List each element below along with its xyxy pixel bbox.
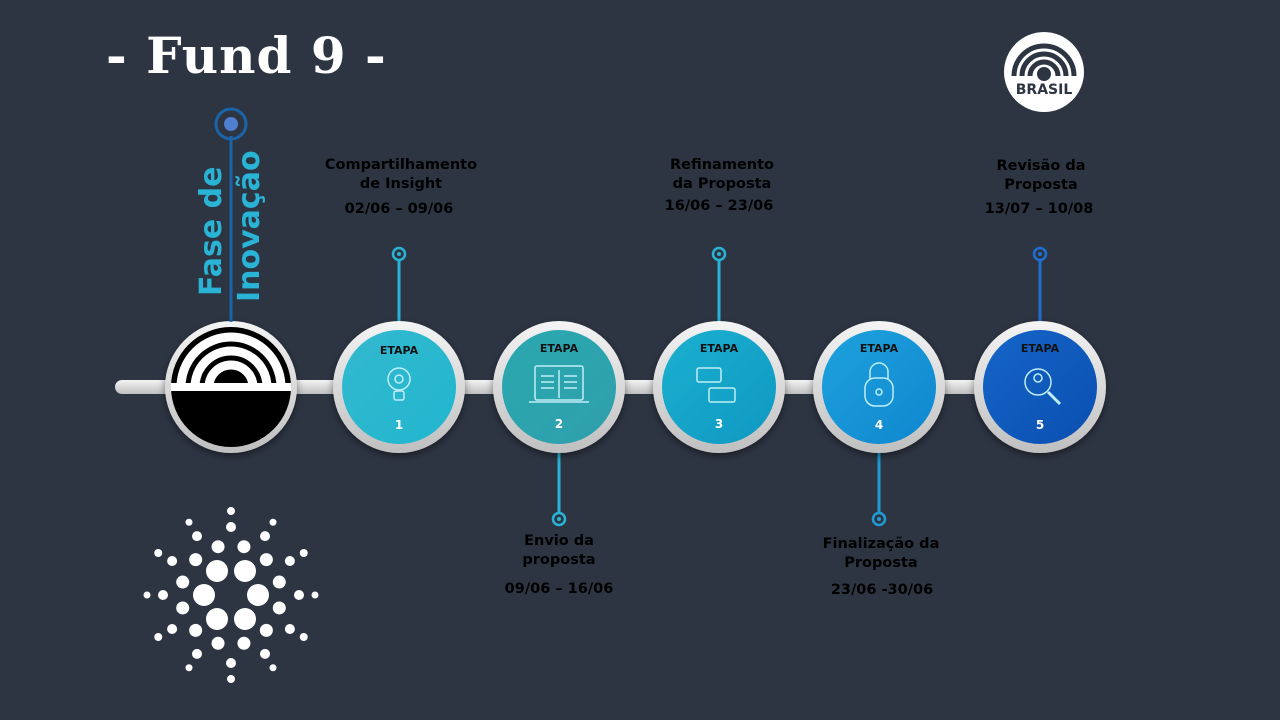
stage-4-etapa-label: ETAPA (859, 342, 899, 355)
cardano-dot (206, 608, 228, 630)
cardano-dot (185, 664, 193, 672)
stage-4-disc (822, 330, 936, 444)
stage-3-etapa-label: ETAPA (699, 342, 739, 355)
cardano-logo (143, 507, 319, 683)
stage-3-number: 3 (714, 417, 724, 431)
phase-label-line1: Fase de (194, 166, 229, 296)
cardano-dot (176, 575, 190, 589)
cardano-dot (237, 636, 251, 650)
stage-5-etapa-label: ETAPA (1020, 342, 1060, 355)
stage-2-number: 2 (554, 417, 564, 431)
cardano-dot (167, 556, 178, 566)
stage-4-dates: 23/06 -30/06 (830, 582, 934, 598)
cardano-dot (272, 601, 286, 615)
stage-5-title-line1: Revisão da (996, 158, 1086, 174)
stage-5-pin-dot (1038, 252, 1042, 256)
stage-3-dates: 16/06 – 23/06 (664, 198, 774, 214)
school-logo-brasil-text: BRASIL (1015, 82, 1073, 98)
cardano-dot (272, 575, 286, 589)
cardano-dot (193, 584, 215, 606)
book-laptop-icon (529, 365, 589, 403)
cardano-dot (234, 608, 256, 630)
stage-1-title-line2: de Insight (359, 176, 443, 192)
cardano-dot (192, 648, 202, 659)
cardano-dot (192, 531, 202, 542)
cardano-dot (269, 518, 277, 526)
cardano-dot (260, 648, 270, 659)
stage-2-dates: 09/06 – 16/06 (504, 581, 614, 597)
cardano-dot (284, 624, 295, 634)
cardano-dot (260, 531, 270, 542)
start-node-logo (165, 107, 297, 453)
stage-1-number: 1 (394, 418, 404, 432)
cardano-dot (211, 540, 225, 554)
cardano-dot (176, 601, 190, 615)
cardano-dot (189, 553, 203, 567)
cardano-dot (185, 518, 193, 526)
catalyst-school-brasil-logo (1004, 32, 1084, 112)
stage-2-pin-dot (557, 517, 561, 521)
cardano-dot (211, 636, 225, 650)
start-node-arcs (176, 332, 286, 388)
stage-2-etapa-label: ETAPA (539, 342, 579, 355)
cardano-dot (259, 553, 273, 567)
chat-bubbles-icon (696, 367, 736, 403)
cardano-dot (227, 675, 235, 683)
stage-1-dates: 02/06 – 09/06 (344, 201, 454, 217)
cardano-dot (189, 623, 203, 637)
cardano-dot (154, 549, 163, 557)
stage-1-etapa-label: ETAPA (379, 344, 419, 357)
cardano-dot (227, 507, 235, 515)
cardano-dot (259, 623, 273, 637)
cardano-dot (226, 522, 236, 532)
stage-5-number: 5 (1035, 418, 1045, 432)
stage-1-title-line1: Compartilhamento (324, 157, 478, 173)
stage-3-pin-dot (717, 252, 721, 256)
stage-4-title-line2: Proposta (844, 555, 918, 571)
cardano-dot (226, 658, 236, 668)
user-search-icon (1024, 368, 1062, 406)
page-title: - Fund 9 - (106, 26, 387, 85)
phase-marker-ring (214, 107, 248, 141)
cardano-dot (234, 560, 256, 582)
lightbulb-gear-icon (387, 367, 411, 401)
cardano-dot (247, 584, 269, 606)
stage-3-disc (662, 330, 776, 444)
stage-1-disc (342, 330, 456, 444)
school-logo-center (1037, 67, 1051, 81)
start-node-bar (171, 383, 291, 391)
cardano-dot (299, 633, 308, 641)
cardano-dot (294, 590, 304, 600)
stage-4-pin-dot (877, 517, 881, 521)
phase-label-line2: Inovação (232, 150, 267, 302)
cardano-dot (143, 591, 151, 599)
stage-5-title-line2: Proposta (1004, 177, 1078, 193)
stage-5-disc (983, 330, 1097, 444)
cardano-dot (284, 556, 295, 566)
cardano-dot (299, 549, 308, 557)
cardano-dot (237, 540, 251, 554)
cardano-dot (158, 590, 168, 600)
phase-marker-dot (224, 117, 238, 131)
stage-3-title-line2: da Proposta (672, 176, 772, 192)
cardano-dot (269, 664, 277, 672)
cardano-dot (154, 633, 163, 641)
stage-2-title-line2: proposta (522, 552, 596, 568)
stage-2-title-line1: Envio da (524, 533, 594, 549)
stage-4-number: 4 (874, 418, 884, 432)
stage-5-dates: 13/07 – 10/08 (984, 201, 1094, 217)
stage-4-title-line1: Finalização da (822, 536, 940, 552)
cardano-dot (206, 560, 228, 582)
cardano-dot (311, 591, 319, 599)
cardano-dot (167, 624, 178, 634)
padlock-icon (864, 362, 894, 407)
stage-1-pin-dot (397, 252, 401, 256)
stage-3-title-line1: Refinamento (669, 157, 775, 173)
